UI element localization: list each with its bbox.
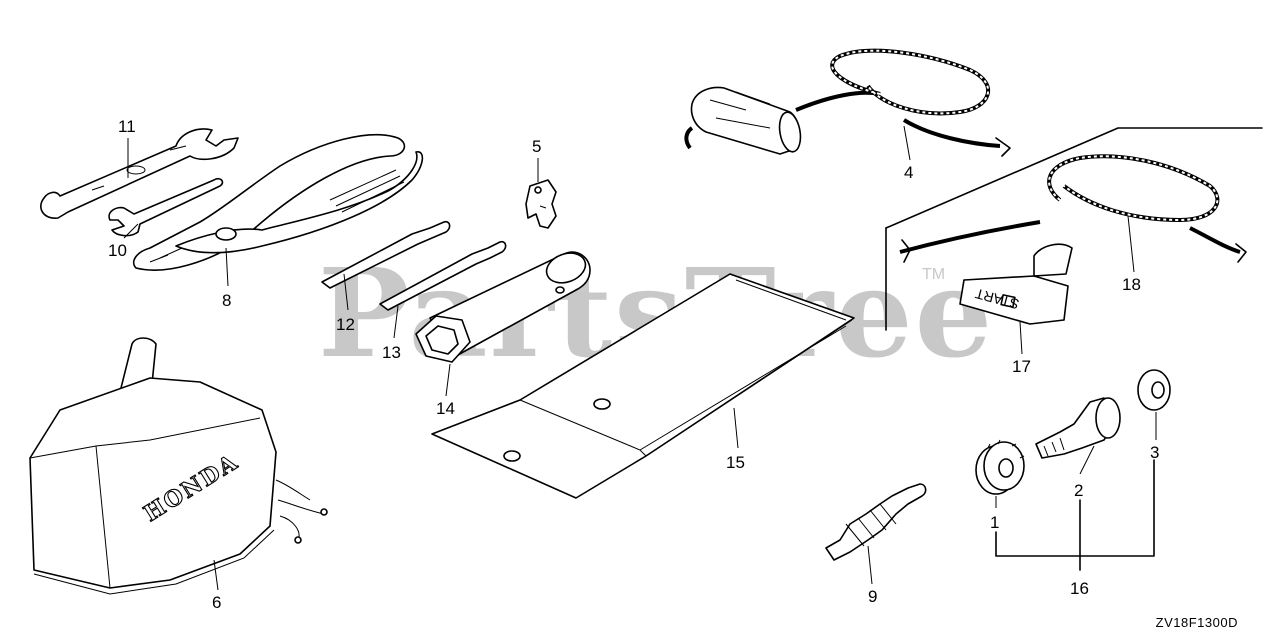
part-18-starter-rope[interactable]: [899, 154, 1247, 263]
callout-5[interactable]: 5: [532, 137, 541, 156]
part-11-wrench[interactable]: [40, 128, 239, 219]
callout-2[interactable]: 2: [1074, 481, 1083, 500]
part-6-engine-cover[interactable]: HONDA: [29, 337, 328, 595]
callout-18[interactable]: 18: [1122, 275, 1141, 294]
leader-lines: [123, 125, 1157, 591]
part-13-screwdriver[interactable]: [321, 220, 451, 289]
part-17-starter-handle[interactable]: START: [959, 243, 1073, 325]
part-1-knob[interactable]: [975, 439, 1025, 495]
callout-6[interactable]: 6: [212, 593, 221, 612]
part-8-pliers[interactable]: [132, 133, 424, 271]
part-14-plug-wrench[interactable]: [415, 248, 591, 363]
callout-4[interactable]: 4: [904, 163, 913, 182]
part-15-tool-bag[interactable]: [431, 273, 855, 499]
callout-14[interactable]: 14: [436, 399, 455, 418]
drawing-code: ZV18F1300D: [1155, 615, 1238, 630]
part-4-starter-rope[interactable]: [684, 48, 1011, 157]
part-2-fitting[interactable]: [1035, 397, 1121, 459]
callout-10[interactable]: 10: [108, 241, 127, 260]
part-9-spark-plug[interactable]: [825, 483, 927, 561]
trademark-mark: TM: [922, 266, 946, 283]
part-12-screwdriver[interactable]: [379, 240, 507, 311]
callout-13[interactable]: 12: [336, 315, 355, 334]
callout-1[interactable]: 1: [990, 513, 999, 532]
callout-12[interactable]: 13: [382, 343, 401, 362]
separator-line: [885, 127, 1263, 229]
callout-11[interactable]: 11: [118, 117, 136, 136]
part-5-clip[interactable]: [525, 179, 557, 229]
part-10-screwdriver-wrench[interactable]: [108, 177, 224, 237]
callout-8[interactable]: 8: [222, 291, 231, 310]
callout-3[interactable]: 3: [1150, 443, 1159, 462]
callout-17[interactable]: 17: [1012, 357, 1031, 376]
callout-15[interactable]: 15: [726, 453, 745, 472]
part-3-washer[interactable]: [1137, 369, 1171, 411]
callout-9[interactable]: 9: [868, 587, 877, 606]
group-bracket-16: [995, 459, 1155, 557]
callout-16[interactable]: 16: [1070, 579, 1089, 598]
